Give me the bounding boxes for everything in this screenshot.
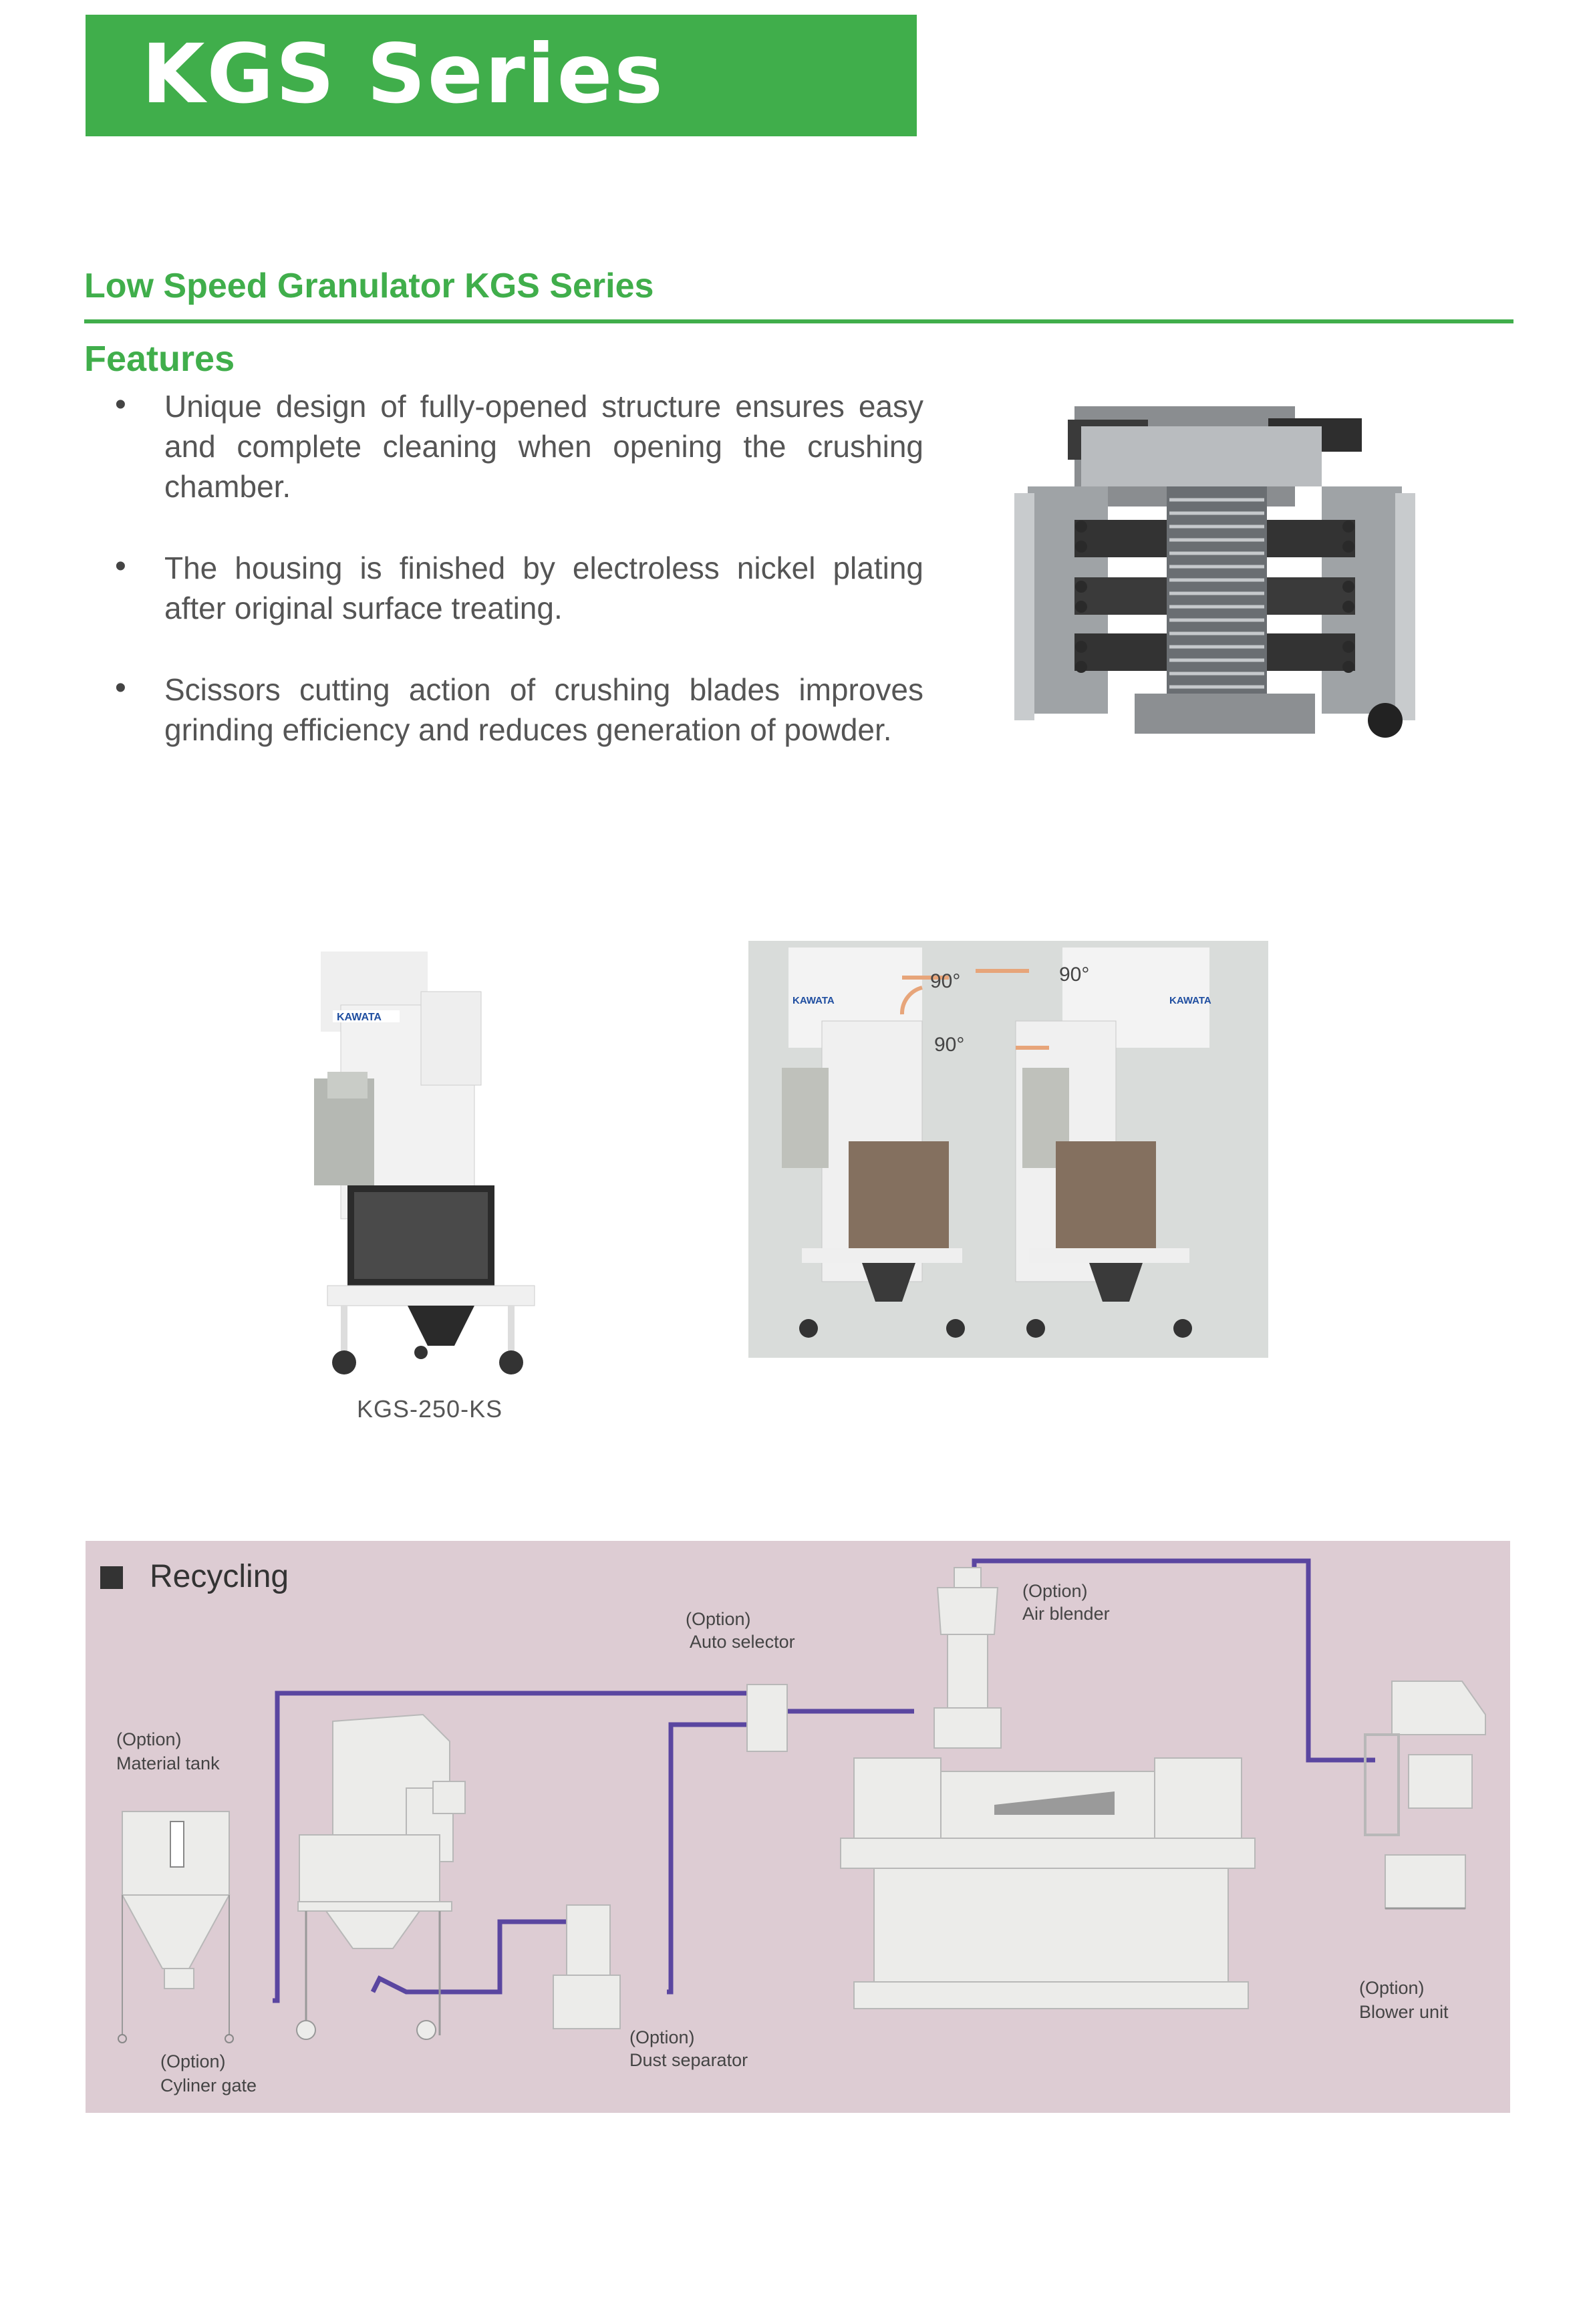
cylinder-gate-label: Cyliner gate (160, 2075, 257, 2095)
rotation-angle-1: 90° (930, 970, 960, 992)
blower-unit-option: (Option) (1359, 1978, 1425, 1998)
blower-unit-label: Blower unit (1359, 2002, 1449, 2022)
brand-logo: KAWATA (337, 1012, 382, 1023)
material-tank-label: Material tank (116, 1753, 220, 1773)
brand-logo-left: KAWATA (792, 995, 835, 1006)
title-banner (86, 15, 917, 136)
auto-selector-label: Auto selector (690, 1632, 795, 1652)
features-heading: Features (84, 339, 235, 379)
recycling-diagram-drawing (100, 1558, 1486, 2043)
feature-item: The housing is finished by electroless n… (164, 551, 923, 625)
auto-selector-option: (Option) (686, 1609, 751, 1629)
bullet-icon: • (115, 670, 126, 706)
recycling-title: Recycling (150, 1559, 289, 1594)
section-subtitle: Low Speed Granulator KGS Series (84, 267, 654, 305)
rotation-angle-2: 90° (1059, 964, 1089, 986)
machine-caption: KGS-250-KS (357, 1395, 503, 1423)
feature-item: Scissors cutting action of crushing blad… (164, 672, 923, 747)
granulator-machine-photo: KAWATA (314, 952, 549, 1379)
page-title: KGS Series (142, 27, 665, 122)
air-blender-option: (Option) (1022, 1581, 1088, 1601)
feature-item: Unique design of fully-opened structure … (164, 389, 923, 504)
rotation-angle-3: 90° (934, 1034, 964, 1056)
dust-separator-option: (Option) (629, 2027, 695, 2047)
section-divider (84, 319, 1513, 323)
brand-logo-right: KAWATA (1169, 995, 1211, 1006)
crushing-chamber-photo (1014, 406, 1415, 746)
dust-separator-label: Dust separator (629, 2050, 748, 2070)
recycling-diagram: Recycling (Option) Air blender (Option) … (86, 1541, 1510, 2113)
bullet-icon: • (115, 387, 126, 422)
cylinder-gate-option: (Option) (160, 2051, 226, 2071)
air-blender-label: Air blender (1022, 1604, 1110, 1624)
bullet-icon: • (115, 549, 126, 584)
rotation-photo: KAWATA KAWATA 90° 90° 90° (748, 941, 1268, 1358)
material-tank-option: (Option) (116, 1729, 182, 1749)
